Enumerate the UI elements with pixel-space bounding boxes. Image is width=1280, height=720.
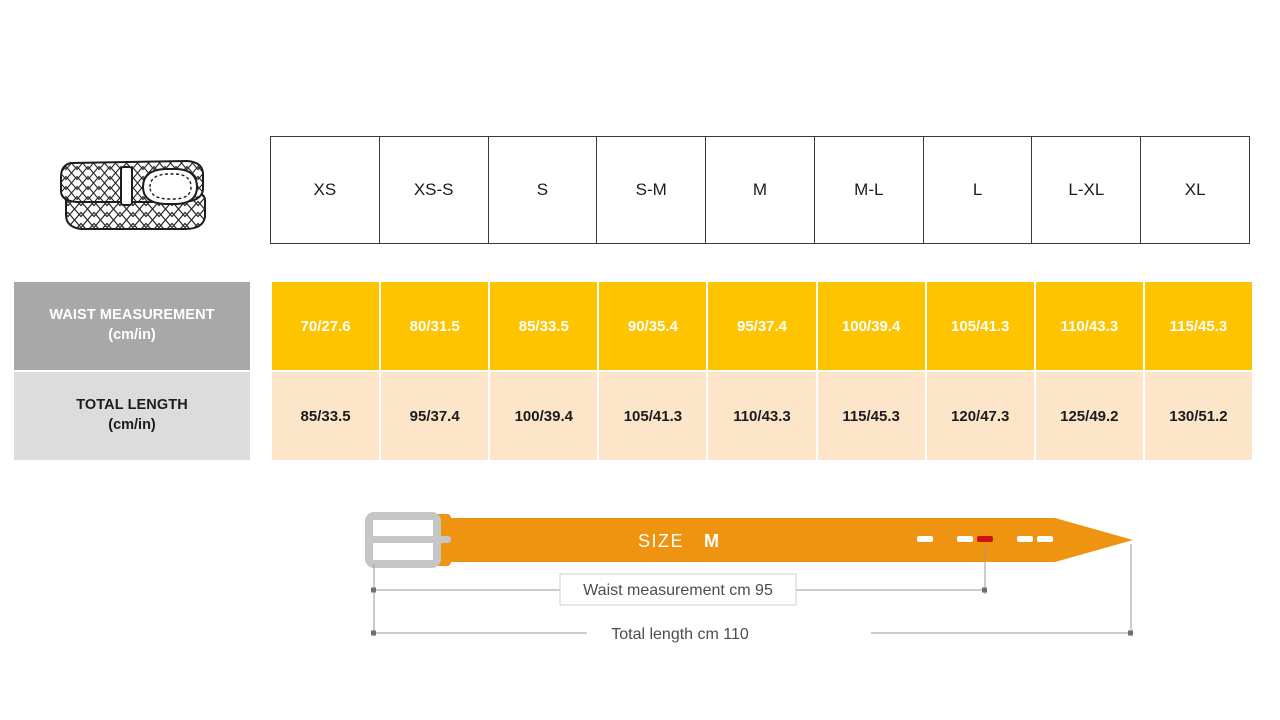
belt-measurement-diagram: SIZE M Waist measurement cm 95 Total len… (355, 500, 1155, 660)
size-header-cell: M-L (815, 137, 924, 243)
length-value-cell: 95/37.4 (381, 372, 491, 460)
size-header-cell: M (706, 137, 815, 243)
waist-tick-right (982, 587, 987, 593)
belt-hole-highlighted (977, 536, 993, 542)
waist-dimension-label: Waist measurement cm 95 (583, 582, 773, 599)
length-label-line2: (cm/in) (108, 417, 156, 433)
diagram-size-prefix: SIZE (638, 531, 684, 551)
length-value-cell: 115/45.3 (817, 372, 927, 460)
belt-diagram-svg: SIZE M Waist measurement cm 95 Total len… (365, 512, 1133, 647)
waist-value-cell: 95/37.4 (708, 282, 818, 370)
waist-value-cell: 100/39.4 (817, 282, 927, 370)
waist-measurement-row: WAIST MEASUREMENT (cm/in) 70/27.6 80/31.… (14, 282, 1252, 370)
size-header-table: XS XS-S S S-M M M-L L L-XL XL (270, 136, 1250, 244)
length-label-line1: TOTAL LENGTH (76, 397, 188, 414)
waist-value-cell: 80/31.5 (381, 282, 491, 370)
waist-label-line1: WAIST MEASUREMENT (49, 307, 215, 324)
length-tick-right (1128, 630, 1133, 636)
belt-strap (437, 518, 1133, 562)
belt-hole (957, 536, 973, 542)
waist-label-line2: (cm/in) (108, 327, 156, 343)
belt-hole (1037, 536, 1053, 542)
size-header-cell: L-XL (1032, 137, 1142, 243)
belt-hole (917, 536, 933, 542)
size-header-cell: L (924, 137, 1033, 243)
size-header-cell: XL (1184, 180, 1206, 199)
size-header-cell: XS (271, 137, 380, 243)
waist-value-cell: 85/33.5 (490, 282, 600, 370)
size-header-cell: S (489, 137, 598, 243)
waist-tick-left (371, 587, 376, 593)
waist-value-cells: 70/27.6 80/31.5 85/33.5 90/35.4 95/37.4 … (272, 282, 1252, 370)
length-value-cell: 85/33.5 (272, 372, 382, 460)
length-tick-left (371, 630, 376, 636)
waist-value-cell: 90/35.4 (599, 282, 709, 370)
waist-measurement-label: WAIST MEASUREMENT (cm/in) (14, 282, 250, 370)
length-value-cell: 105/41.3 (599, 372, 709, 460)
waist-label-box (559, 573, 797, 606)
diagram-size-value: M (704, 531, 719, 551)
woven-belt-illustration (55, 143, 215, 241)
total-length-row: TOTAL LENGTH (cm/in) 85/33.5 95/37.4 100… (14, 372, 1252, 460)
size-header-cell: S-M (597, 137, 707, 243)
length-value-cell: 125/49.2 (1035, 372, 1145, 460)
length-value-cell: 100/39.4 (490, 372, 600, 460)
woven-belt-icon (60, 159, 206, 230)
size-header-cell: XS-S (380, 137, 489, 243)
length-label-backdrop (587, 619, 871, 647)
length-value-cell: 120/47.3 (926, 372, 1036, 460)
waist-value-cell: 115/45.3 (1144, 282, 1252, 370)
belt-hole (1017, 536, 1033, 542)
length-value-cell: 130/51.2 (1144, 372, 1252, 460)
length-dimension-label: Total length cm 110 (611, 626, 749, 643)
belt-buckle-prong (367, 536, 451, 543)
waist-value-cell: 110/43.3 (1035, 282, 1145, 370)
total-length-label: TOTAL LENGTH (cm/in) (14, 372, 250, 460)
length-value-cells: 85/33.5 95/37.4 100/39.4 105/41.3 110/43… (272, 372, 1252, 460)
waist-value-cell: 70/27.6 (272, 282, 382, 370)
length-value-cell: 110/43.3 (708, 372, 818, 460)
waist-value-cell: 105/41.3 (926, 282, 1036, 370)
